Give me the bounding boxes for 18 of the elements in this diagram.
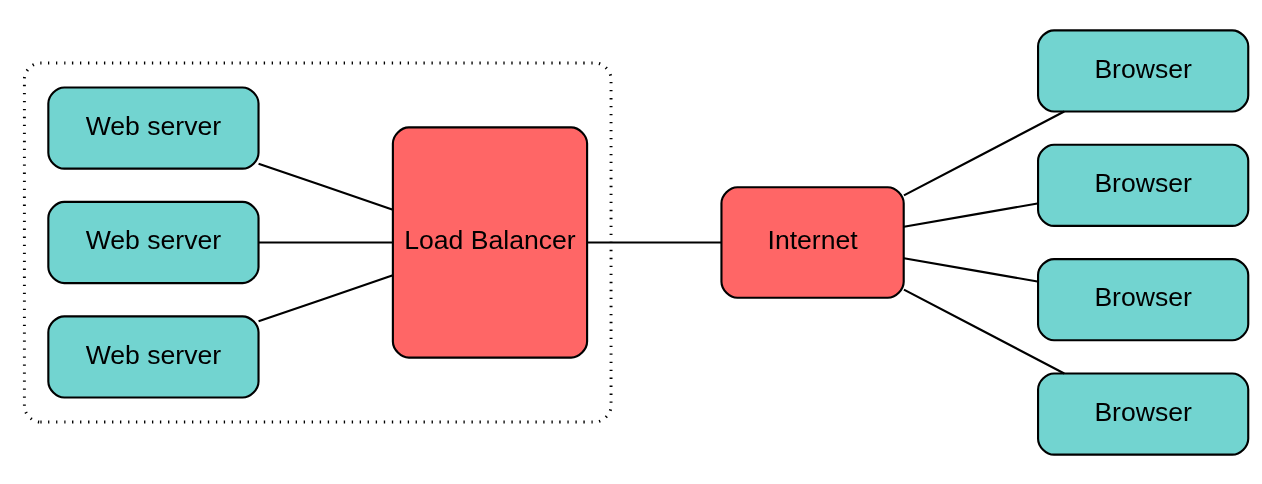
cluster — [22, 60, 613, 424]
node-box: Browser — [1037, 371, 1250, 456]
connector — [903, 110, 1065, 196]
node-box: Web server — [47, 314, 260, 399]
connector — [903, 201, 1038, 228]
node-box: Load Balancer — [391, 125, 589, 359]
connector — [587, 240, 722, 244]
node-box: Internet — [720, 185, 905, 299]
node-box: Web server — [47, 85, 260, 170]
node-box: Browser — [1037, 143, 1250, 227]
connector — [258, 240, 393, 244]
connector — [258, 162, 394, 211]
node-box: Browser — [1037, 28, 1250, 113]
connector — [903, 288, 1065, 374]
connector — [903, 256, 1038, 283]
node-box: Web server — [47, 200, 260, 284]
node-box: Browser — [1037, 257, 1250, 341]
connector — [258, 273, 394, 322]
